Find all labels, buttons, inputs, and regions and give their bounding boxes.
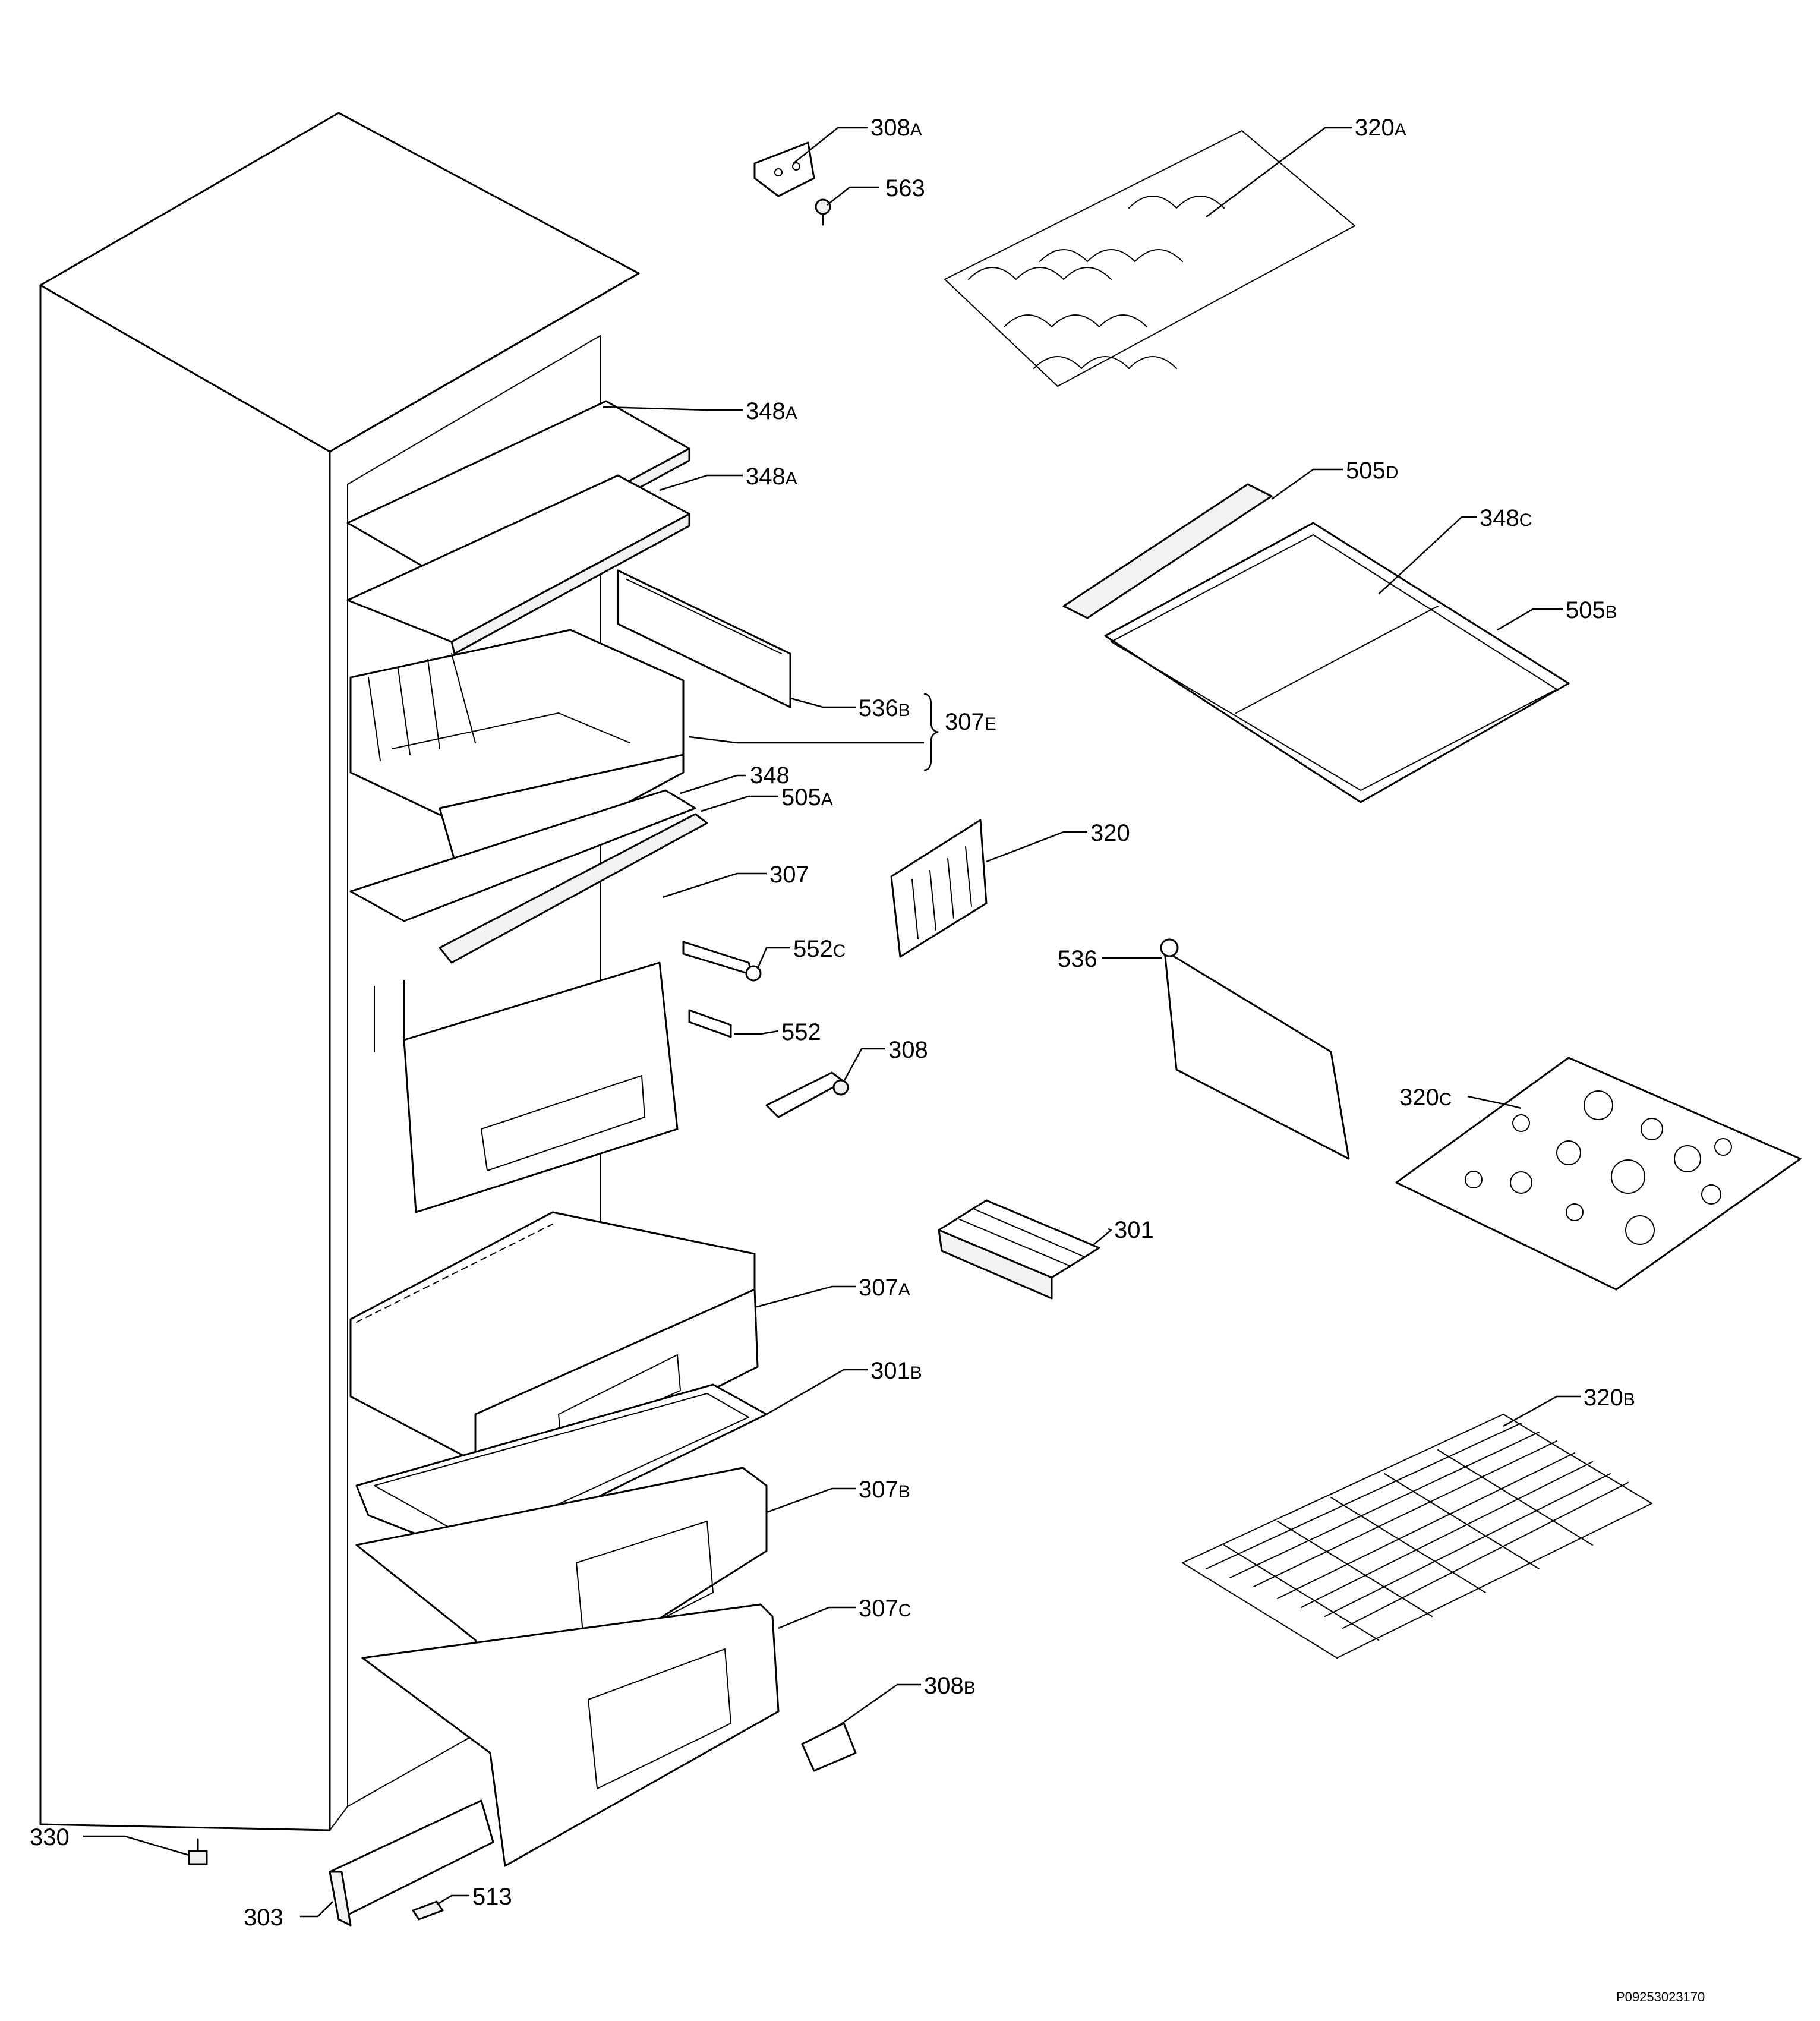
freezer-flap-307: [374, 961, 679, 1213]
leader-lines: [83, 127, 1581, 1918]
bottle-rack-320a: [944, 130, 1355, 387]
callout-308: 308: [888, 1037, 928, 1063]
callout-320: 320: [1090, 820, 1130, 846]
plinth-303: [329, 1799, 494, 1927]
callout-307e: 307E: [945, 709, 996, 735]
door-stop-552: [688, 1009, 732, 1038]
callout-505d: 505D: [1346, 458, 1398, 484]
callout-552c: 552C: [793, 936, 846, 962]
callout-348a-upper: 348A: [746, 398, 797, 424]
freezer-drawer-307c: [361, 1603, 780, 1867]
hinge-bracket-308a: [753, 141, 815, 197]
shelf-frame-505a: [439, 813, 708, 964]
divider-536: [1160, 938, 1350, 1160]
door-stop-552c: [682, 941, 762, 982]
basket-divider-536b: [617, 569, 791, 708]
callout-505a: 505A: [781, 784, 833, 811]
callout-348: 348: [750, 762, 790, 789]
callout-307a: 307A: [859, 1275, 910, 1301]
callout-labels: 308A 563 320A 348A 348A 505D 348C 505B 5…: [30, 115, 1705, 2004]
drawing-reference: P09253023170: [1616, 1990, 1705, 2004]
callout-513: 513: [472, 1884, 512, 1910]
glass-shelf-348a-lower: [346, 474, 690, 655]
wire-shelf-320b: [1182, 1414, 1652, 1659]
shelf-assembly-348c: [1062, 483, 1570, 803]
ice-cube-tray-301: [938, 1199, 1100, 1300]
callout-320c: 320C: [1399, 1084, 1452, 1111]
freezer-drawer-307b: [355, 1467, 768, 1724]
callout-348c: 348C: [1480, 505, 1532, 531]
hinge-pin-563: [815, 198, 831, 226]
callout-307c: 307C: [859, 1596, 911, 1622]
hinge-308: [765, 1071, 849, 1118]
callout-320a: 320A: [1355, 115, 1406, 141]
callout-505b: 505B: [1566, 597, 1617, 623]
callout-536b: 536B: [859, 695, 910, 721]
callout-536: 536: [1058, 946, 1097, 972]
ice-tray-301b: [355, 1383, 768, 1558]
clip-513: [412, 1900, 444, 1921]
callout-552: 552: [781, 1019, 821, 1045]
callout-330: 330: [30, 1824, 70, 1850]
callout-308a: 308A: [870, 115, 922, 141]
callout-301: 301: [1114, 1217, 1154, 1243]
vent-grille-320: [890, 819, 988, 958]
callout-301b: 301B: [870, 1358, 922, 1384]
cabinet-body: [39, 112, 640, 1831]
hinge-cover-308b: [801, 1722, 857, 1772]
callout-320b: 320B: [1584, 1385, 1635, 1411]
callout-348a-lower: 348A: [746, 464, 797, 490]
callout-307b: 307B: [859, 1477, 910, 1503]
shelf-348: [349, 789, 696, 922]
adjustable-foot-330: [188, 1838, 208, 1865]
callout-307: 307: [769, 862, 809, 888]
callout-303: 303: [244, 1905, 283, 1931]
perforated-plate-320c: [1395, 1057, 1802, 1291]
callout-563: 563: [885, 175, 925, 201]
callout-308b: 308B: [924, 1673, 976, 1699]
